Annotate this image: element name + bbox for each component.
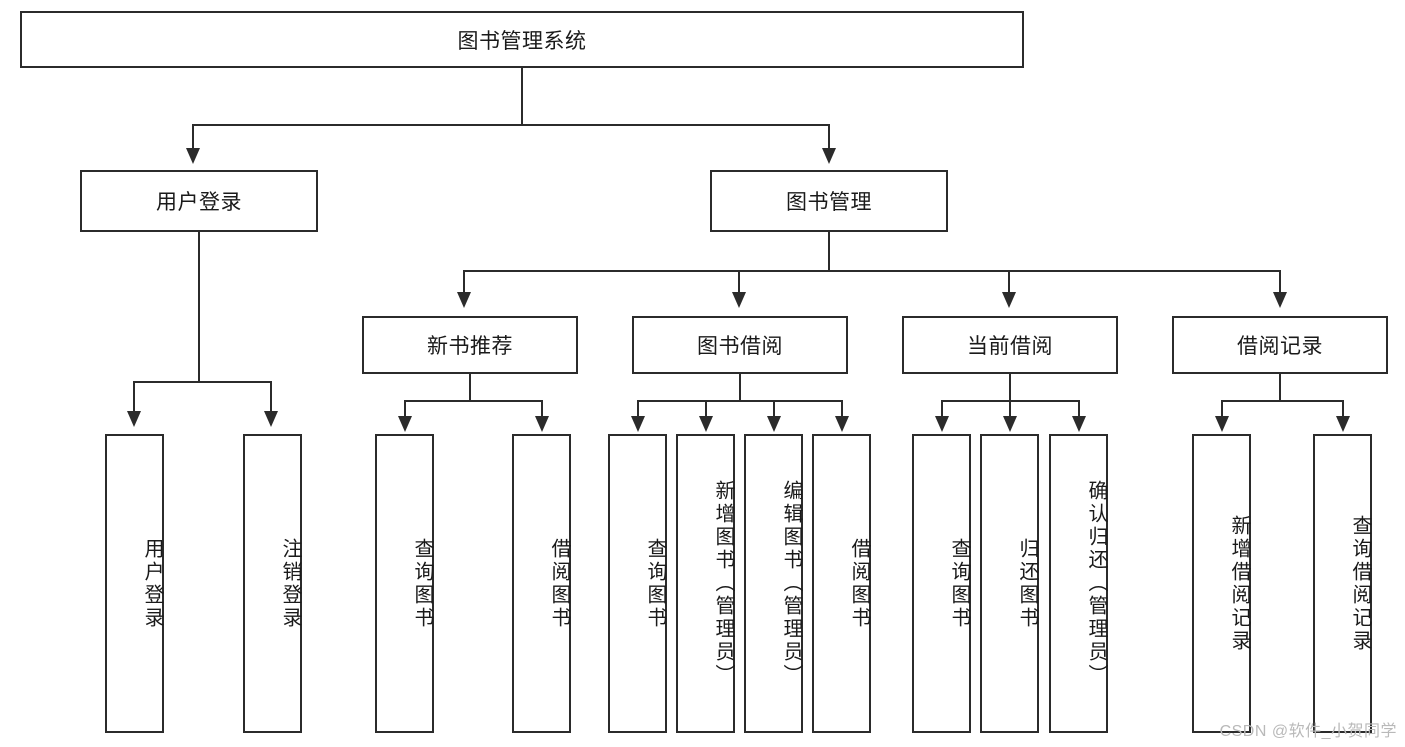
edge-cb-to-leaf-10 [1009, 400, 1011, 418]
node-leaf-5-label: 查询图书 [644, 537, 666, 630]
node-leaf-7-label: 编辑图书（管理员） [780, 480, 802, 687]
node-new-book-recommend[interactable]: 新书推荐 [362, 316, 578, 374]
edge-root-stem [521, 68, 523, 125]
node-user-login-label: 用户登录 [156, 191, 242, 214]
node-leaf-4[interactable]: 借阅图书 [512, 434, 571, 733]
edge-book-manage-stem [828, 232, 830, 271]
arrow-to-leaf-11 [1072, 416, 1086, 432]
node-leaf-7[interactable]: 编辑图书（管理员） [744, 434, 803, 733]
node-borrow-record[interactable]: 借阅记录 [1172, 316, 1388, 374]
edge-cb-to-leaf-11 [1078, 400, 1080, 418]
arrow-to-borrow-record [1273, 292, 1287, 308]
node-leaf-2[interactable]: 注销登录 [243, 434, 302, 733]
edge-user-login-bus [133, 381, 271, 383]
edge-book-manage-to-current-borrow [1008, 270, 1010, 294]
edge-book-borrow-stem [739, 374, 741, 401]
node-leaf-5[interactable]: 查询图书 [608, 434, 667, 733]
arrow-to-leaf-5 [631, 416, 645, 432]
arrow-to-new-book-recommend [457, 292, 471, 308]
node-leaf-11-label: 确认归还（管理员） [1085, 480, 1107, 687]
node-leaf-12[interactable]: 新增借阅记录 [1192, 434, 1251, 733]
edge-cb-to-leaf-9 [941, 400, 943, 418]
node-current-borrow[interactable]: 当前借阅 [902, 316, 1118, 374]
node-root[interactable]: 图书管理系统 [20, 11, 1024, 68]
arrow-to-leaf-3 [398, 416, 412, 432]
edge-borrow-record-bus [1221, 400, 1344, 402]
node-leaf-11[interactable]: 确认归还（管理员） [1049, 434, 1108, 733]
node-leaf-3[interactable]: 查询图书 [375, 434, 434, 733]
edge-root-to-user-login [192, 124, 194, 150]
node-new-book-recommend-label: 新书推荐 [427, 335, 513, 358]
node-book-manage-label: 图书管理 [786, 191, 872, 214]
arrow-to-leaf-6 [699, 416, 713, 432]
arrow-to-leaf-4 [535, 416, 549, 432]
node-borrow-record-label: 借阅记录 [1237, 335, 1323, 358]
csdn-watermark: CSDN @软件_小贺同学 [1219, 723, 1397, 740]
arrow-to-current-borrow [1002, 292, 1016, 308]
edge-user-login-to-leaf-2 [270, 381, 272, 413]
edge-bb-to-leaf-6 [705, 400, 707, 418]
node-root-label: 图书管理系统 [457, 29, 587, 53]
edge-book-manage-to-borrow-record [1279, 270, 1281, 294]
node-leaf-9-label: 查询图书 [948, 537, 970, 630]
edge-bb-to-leaf-8 [841, 400, 843, 418]
arrow-to-leaf-12 [1215, 416, 1229, 432]
node-leaf-8[interactable]: 借阅图书 [812, 434, 871, 733]
arrow-to-leaf-8 [835, 416, 849, 432]
arrow-to-leaf-9 [935, 416, 949, 432]
edge-borrow-record-stem [1279, 374, 1281, 401]
node-leaf-9[interactable]: 查询图书 [912, 434, 971, 733]
edge-book-manage-to-book-borrow [738, 270, 740, 294]
arrow-to-book-manage [822, 148, 836, 164]
edge-bb-to-leaf-7 [773, 400, 775, 418]
node-book-manage[interactable]: 图书管理 [710, 170, 948, 232]
edge-new-book-recommend-stem [469, 374, 471, 401]
edge-new-book-recommend-bus [404, 400, 542, 402]
node-leaf-6[interactable]: 新增图书（管理员） [676, 434, 735, 733]
node-leaf-13-label: 查询借阅记录 [1349, 514, 1371, 653]
edge-user-login-stem [198, 232, 200, 382]
node-leaf-8-label: 借阅图书 [848, 537, 870, 630]
edge-br-to-leaf-13 [1342, 400, 1344, 418]
node-leaf-10[interactable]: 归还图书 [980, 434, 1039, 733]
arrow-to-leaf-2 [264, 411, 278, 427]
edge-book-borrow-bus [637, 400, 842, 402]
edge-current-borrow-stem [1009, 374, 1011, 401]
edge-bb-to-leaf-5 [637, 400, 639, 418]
edge-book-manage-to-new-book-recommend [463, 270, 465, 294]
node-leaf-12-label: 新增借阅记录 [1228, 514, 1250, 653]
edge-nbr-to-leaf-4 [541, 400, 543, 418]
arrow-to-leaf-10 [1003, 416, 1017, 432]
node-leaf-1-label: 用户登录 [141, 537, 163, 630]
node-book-borrow[interactable]: 图书借阅 [632, 316, 848, 374]
node-book-borrow-label: 图书借阅 [697, 335, 783, 358]
edge-nbr-to-leaf-3 [404, 400, 406, 418]
edge-root-to-book-manage [828, 124, 830, 150]
edge-root-bus [192, 124, 830, 126]
node-leaf-1[interactable]: 用户登录 [105, 434, 164, 733]
edge-user-login-to-leaf-1 [133, 381, 135, 413]
node-leaf-2-label: 注销登录 [279, 537, 301, 630]
node-user-login[interactable]: 用户登录 [80, 170, 318, 232]
arrow-to-leaf-13 [1336, 416, 1350, 432]
edge-book-manage-bus [463, 270, 1281, 272]
node-leaf-13[interactable]: 查询借阅记录 [1313, 434, 1372, 733]
node-leaf-10-label: 归还图书 [1016, 537, 1038, 630]
edge-br-to-leaf-12 [1221, 400, 1223, 418]
node-current-borrow-label: 当前借阅 [967, 335, 1053, 358]
arrow-to-leaf-1 [127, 411, 141, 427]
node-leaf-6-label: 新增图书（管理员） [712, 480, 734, 687]
arrow-to-leaf-7 [767, 416, 781, 432]
node-leaf-4-label: 借阅图书 [548, 537, 570, 630]
arrow-to-book-borrow [732, 292, 746, 308]
arrow-to-user-login [186, 148, 200, 164]
node-leaf-3-label: 查询图书 [411, 537, 433, 630]
